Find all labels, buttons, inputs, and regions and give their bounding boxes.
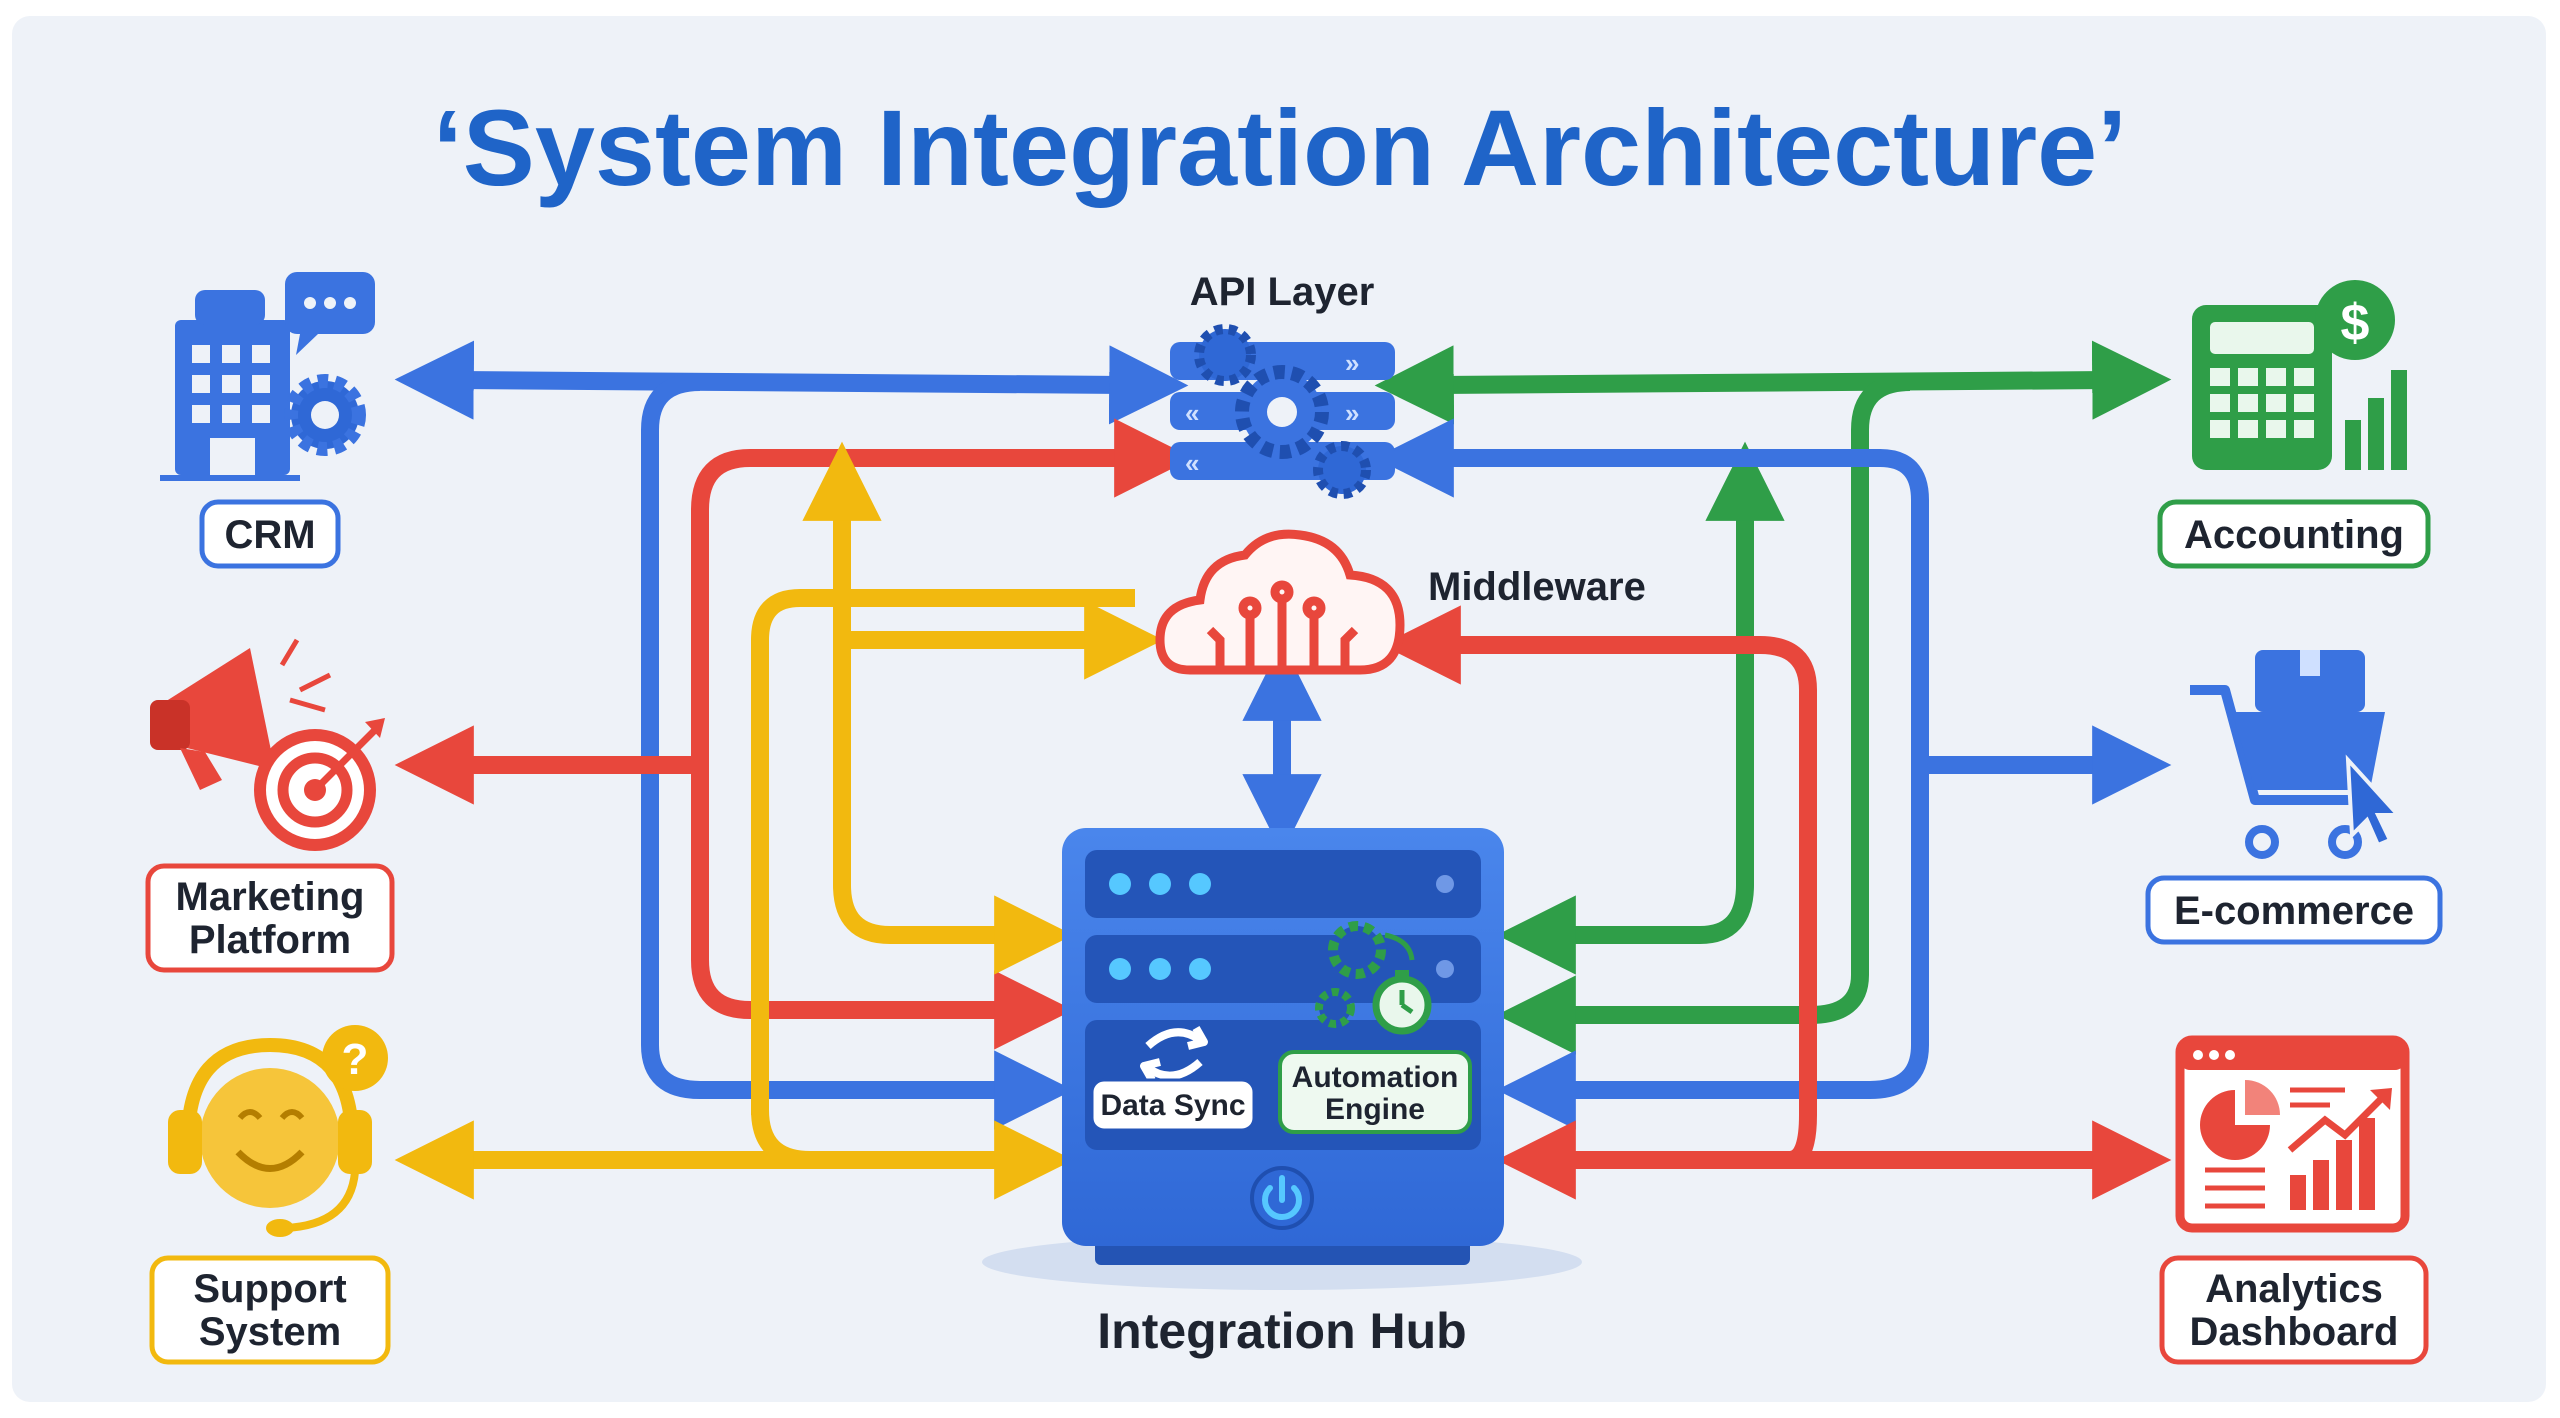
marketing-api-arrow <box>691 418 1194 1050</box>
support-label-box <box>149 1255 391 1365</box>
building-chat-gear-icon <box>160 272 375 481</box>
sync-arrows-icon <box>1140 1026 1208 1082</box>
crm-api-arrow <box>394 340 1189 425</box>
analytics-label-line1: Analytics <box>2205 1267 2383 1311</box>
accounting-label-box <box>2157 499 2431 569</box>
support-riser-line <box>751 1109 811 1169</box>
ecommerce-label-box <box>2145 875 2443 945</box>
ecommerce-node[interactable]: E-commerce <box>2145 650 2443 945</box>
marketing-label-line2: Platform <box>189 918 351 962</box>
power-icon[interactable] <box>1250 1166 1314 1230</box>
headset-smiley-icon: ? <box>168 1025 388 1237</box>
support-label-line1: Support <box>193 1267 346 1311</box>
svg-text:$: $ <box>2341 294 2370 352</box>
automation-engine-module[interactable]: Automation Engine <box>1278 921 1472 1134</box>
middleware-feed-line <box>751 589 1135 1115</box>
integration-hub-label: Integration Hub <box>1097 1303 1466 1359</box>
api-layer: API Layer » « » « <box>1170 270 1395 499</box>
hub-api-green-arrow <box>1496 441 1785 975</box>
api-gears-icon: » « » « <box>1170 324 1395 499</box>
connectors <box>394 340 2172 1200</box>
analytics-node[interactable]: Analytics Dashboard <box>2159 1035 2429 1365</box>
accounting-label: Accounting <box>2184 513 2404 557</box>
hub-api-yellow-arrow <box>802 441 1074 975</box>
middleware-label: Middleware <box>1428 565 1646 609</box>
svg-text:»: » <box>1345 348 1359 378</box>
data-sync-module[interactable]: Data Sync <box>1090 1026 1256 1132</box>
crm-label-box <box>199 499 341 569</box>
ecommerce-label: E-commerce <box>2174 889 2414 933</box>
marketing-label-box <box>145 863 395 973</box>
svg-text:«: « <box>1185 398 1199 428</box>
support-node[interactable]: ? Support System <box>149 1025 391 1365</box>
svg-text:?: ? <box>342 1035 369 1084</box>
cloud-circuit-icon <box>1155 529 1405 675</box>
automation-label-line2: Engine <box>1325 1093 1425 1126</box>
svg-text:«: « <box>1185 448 1199 478</box>
middleware: Middleware <box>1155 529 1646 675</box>
ecommerce-api-arrow <box>1374 418 1929 1130</box>
marketing-node[interactable]: Marketing Platform <box>145 638 395 973</box>
accounting-node[interactable]: $ Accounting <box>2157 280 2431 569</box>
api-layer-label: API Layer <box>1190 270 1375 314</box>
crm-hub-arrow <box>641 373 1074 1130</box>
calculator-dollar-icon: $ <box>2192 280 2407 470</box>
automation-label-line1: Automation <box>1292 1061 1459 1094</box>
crm-node[interactable]: CRM <box>160 272 375 569</box>
marketing-label-line1: Marketing <box>176 875 365 919</box>
gears-stopwatch-icon <box>1315 921 1432 1035</box>
integration-hub: Data Sync Automation Engine <box>982 828 1582 1359</box>
dashboard-chart-icon <box>2175 1035 2410 1233</box>
crm-label: CRM <box>224 513 315 557</box>
megaphone-target-icon <box>150 638 385 851</box>
analytics-label-box <box>2159 1255 2429 1365</box>
accounting-hub-arrow <box>1496 373 1911 1055</box>
analytics-label-line2: Dashboard <box>2190 1310 2399 1354</box>
data-sync-label: Data Sync <box>1100 1089 1245 1122</box>
support-label-line2: System <box>199 1310 341 1354</box>
svg-text:»: » <box>1345 398 1359 428</box>
accounting-api-arrow <box>1374 340 2172 425</box>
diagram-title: ‘System Integration Architecture’ <box>433 87 2127 208</box>
shopping-cart-icon <box>2190 650 2403 859</box>
